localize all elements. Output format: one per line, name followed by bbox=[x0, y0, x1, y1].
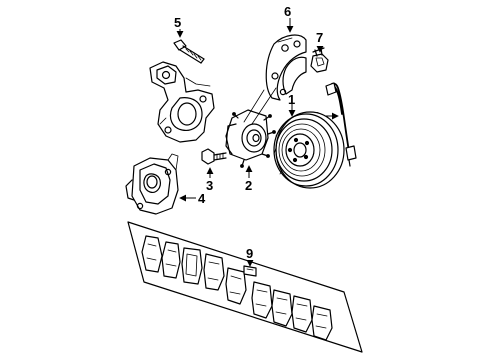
callout-4: 4 bbox=[198, 191, 206, 206]
splash-shield-part bbox=[265, 34, 307, 101]
callout-5: 5 bbox=[174, 15, 181, 30]
callout-9: 9 bbox=[246, 246, 253, 261]
caliper-bolt-part bbox=[173, 39, 205, 64]
callout-7: 7 bbox=[316, 30, 323, 45]
brake-pad-kit-part bbox=[127, 221, 363, 353]
brake-pad bbox=[251, 281, 273, 319]
steering-knuckle-part bbox=[149, 61, 215, 143]
brake-pad bbox=[161, 241, 181, 279]
brake-pad bbox=[271, 289, 293, 327]
pad-kit-box bbox=[127, 221, 363, 353]
assembly-line bbox=[243, 89, 265, 123]
brake-pad bbox=[311, 305, 333, 341]
assembly-line bbox=[251, 87, 277, 125]
callout-2: 2 bbox=[245, 178, 252, 193]
brake-pad bbox=[141, 235, 163, 273]
brake-pad bbox=[225, 267, 247, 305]
brake-pad bbox=[181, 247, 203, 285]
callout-1: 1 bbox=[288, 92, 295, 107]
brake-caliper-part bbox=[125, 153, 179, 215]
pad-clip bbox=[243, 265, 257, 277]
hub-bearing-part bbox=[225, 109, 276, 168]
callout-6: 6 bbox=[284, 4, 291, 19]
callout-3: 3 bbox=[206, 178, 213, 193]
brake-pad bbox=[291, 295, 313, 333]
hub-bolt-part bbox=[201, 148, 227, 165]
brake-rotor-part bbox=[273, 111, 345, 189]
brake-hose-part bbox=[325, 82, 357, 167]
brake-pad bbox=[203, 253, 225, 291]
